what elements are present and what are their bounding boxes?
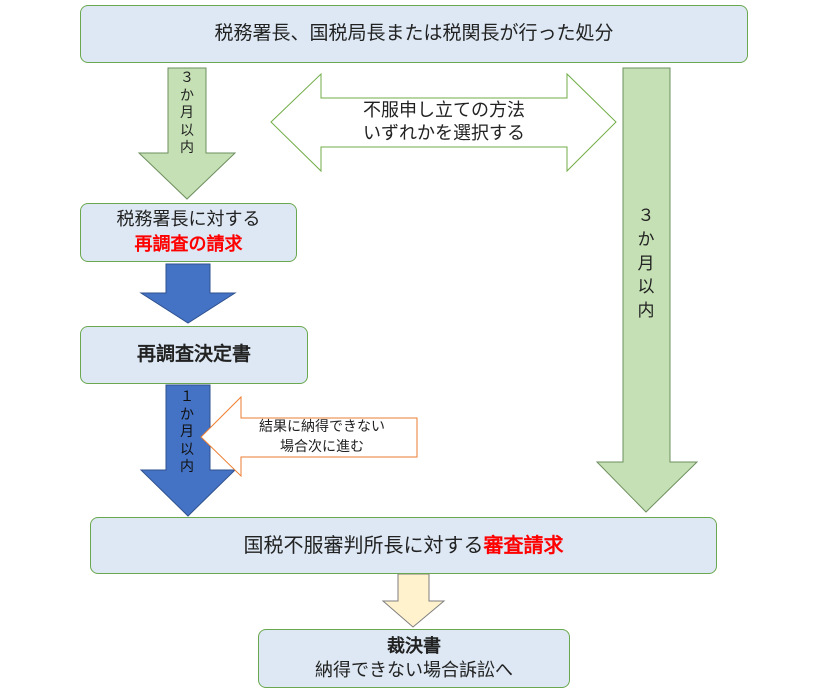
verdict-box: 裁決書 納得できない場合訴訟へ: [258, 629, 570, 688]
review-request-box: 国税不服審判所長に対する審査請求: [90, 517, 717, 574]
review-request-emphasis: 審査請求: [483, 533, 564, 557]
reinvestigation-line1: 税務署長に対する: [116, 209, 261, 231]
left-period-label: ３ か 月 以 内: [180, 70, 194, 156]
mid-period-label: １ か 月 以 内: [180, 389, 194, 475]
reinvestigation-decision-label: 再調査決定書: [136, 343, 251, 366]
blue-arrow-1: [139, 263, 237, 324]
reinvestigation-decision-box: 再調査決定書: [80, 326, 308, 384]
reinvestigation-line2: 再調査の請求: [134, 233, 243, 255]
verdict-title: 裁決書: [387, 636, 441, 658]
notice-line2: 場合次に進む: [280, 438, 364, 455]
notice-arrow: [200, 395, 418, 478]
original-disposition-box: 税務署長、国税局長または税関長が行った処分: [80, 5, 748, 63]
notice-line1: 結果に納得できない: [259, 419, 385, 435]
reinvestigation-request-box: 税務署長に対する 再調査の請求: [80, 203, 297, 262]
notice-label: 結果に納得できない 場合次に進む: [232, 418, 412, 457]
choice-line2: いずれかを選択する: [363, 123, 525, 145]
right-green-arrow: [595, 67, 699, 513]
blue-arrow-2: [139, 384, 237, 517]
review-request-prefix: 国税不服審判所長に対する: [243, 533, 484, 557]
yellow-arrow: [381, 573, 446, 628]
right-period-label: ３ か 月 以 内: [637, 206, 655, 322]
verdict-subtitle: 納得できない場合訴訟へ: [315, 659, 513, 681]
choice-label: 不服申し立ての方法 いずれかを選択する: [321, 99, 567, 146]
choice-double-arrow: [270, 72, 617, 173]
choice-line1: 不服申し立ての方法: [363, 100, 525, 121]
original-disposition-label: 税務署長、国税局長または税関長が行った処分: [214, 22, 614, 45]
left-green-arrow: [137, 67, 237, 200]
